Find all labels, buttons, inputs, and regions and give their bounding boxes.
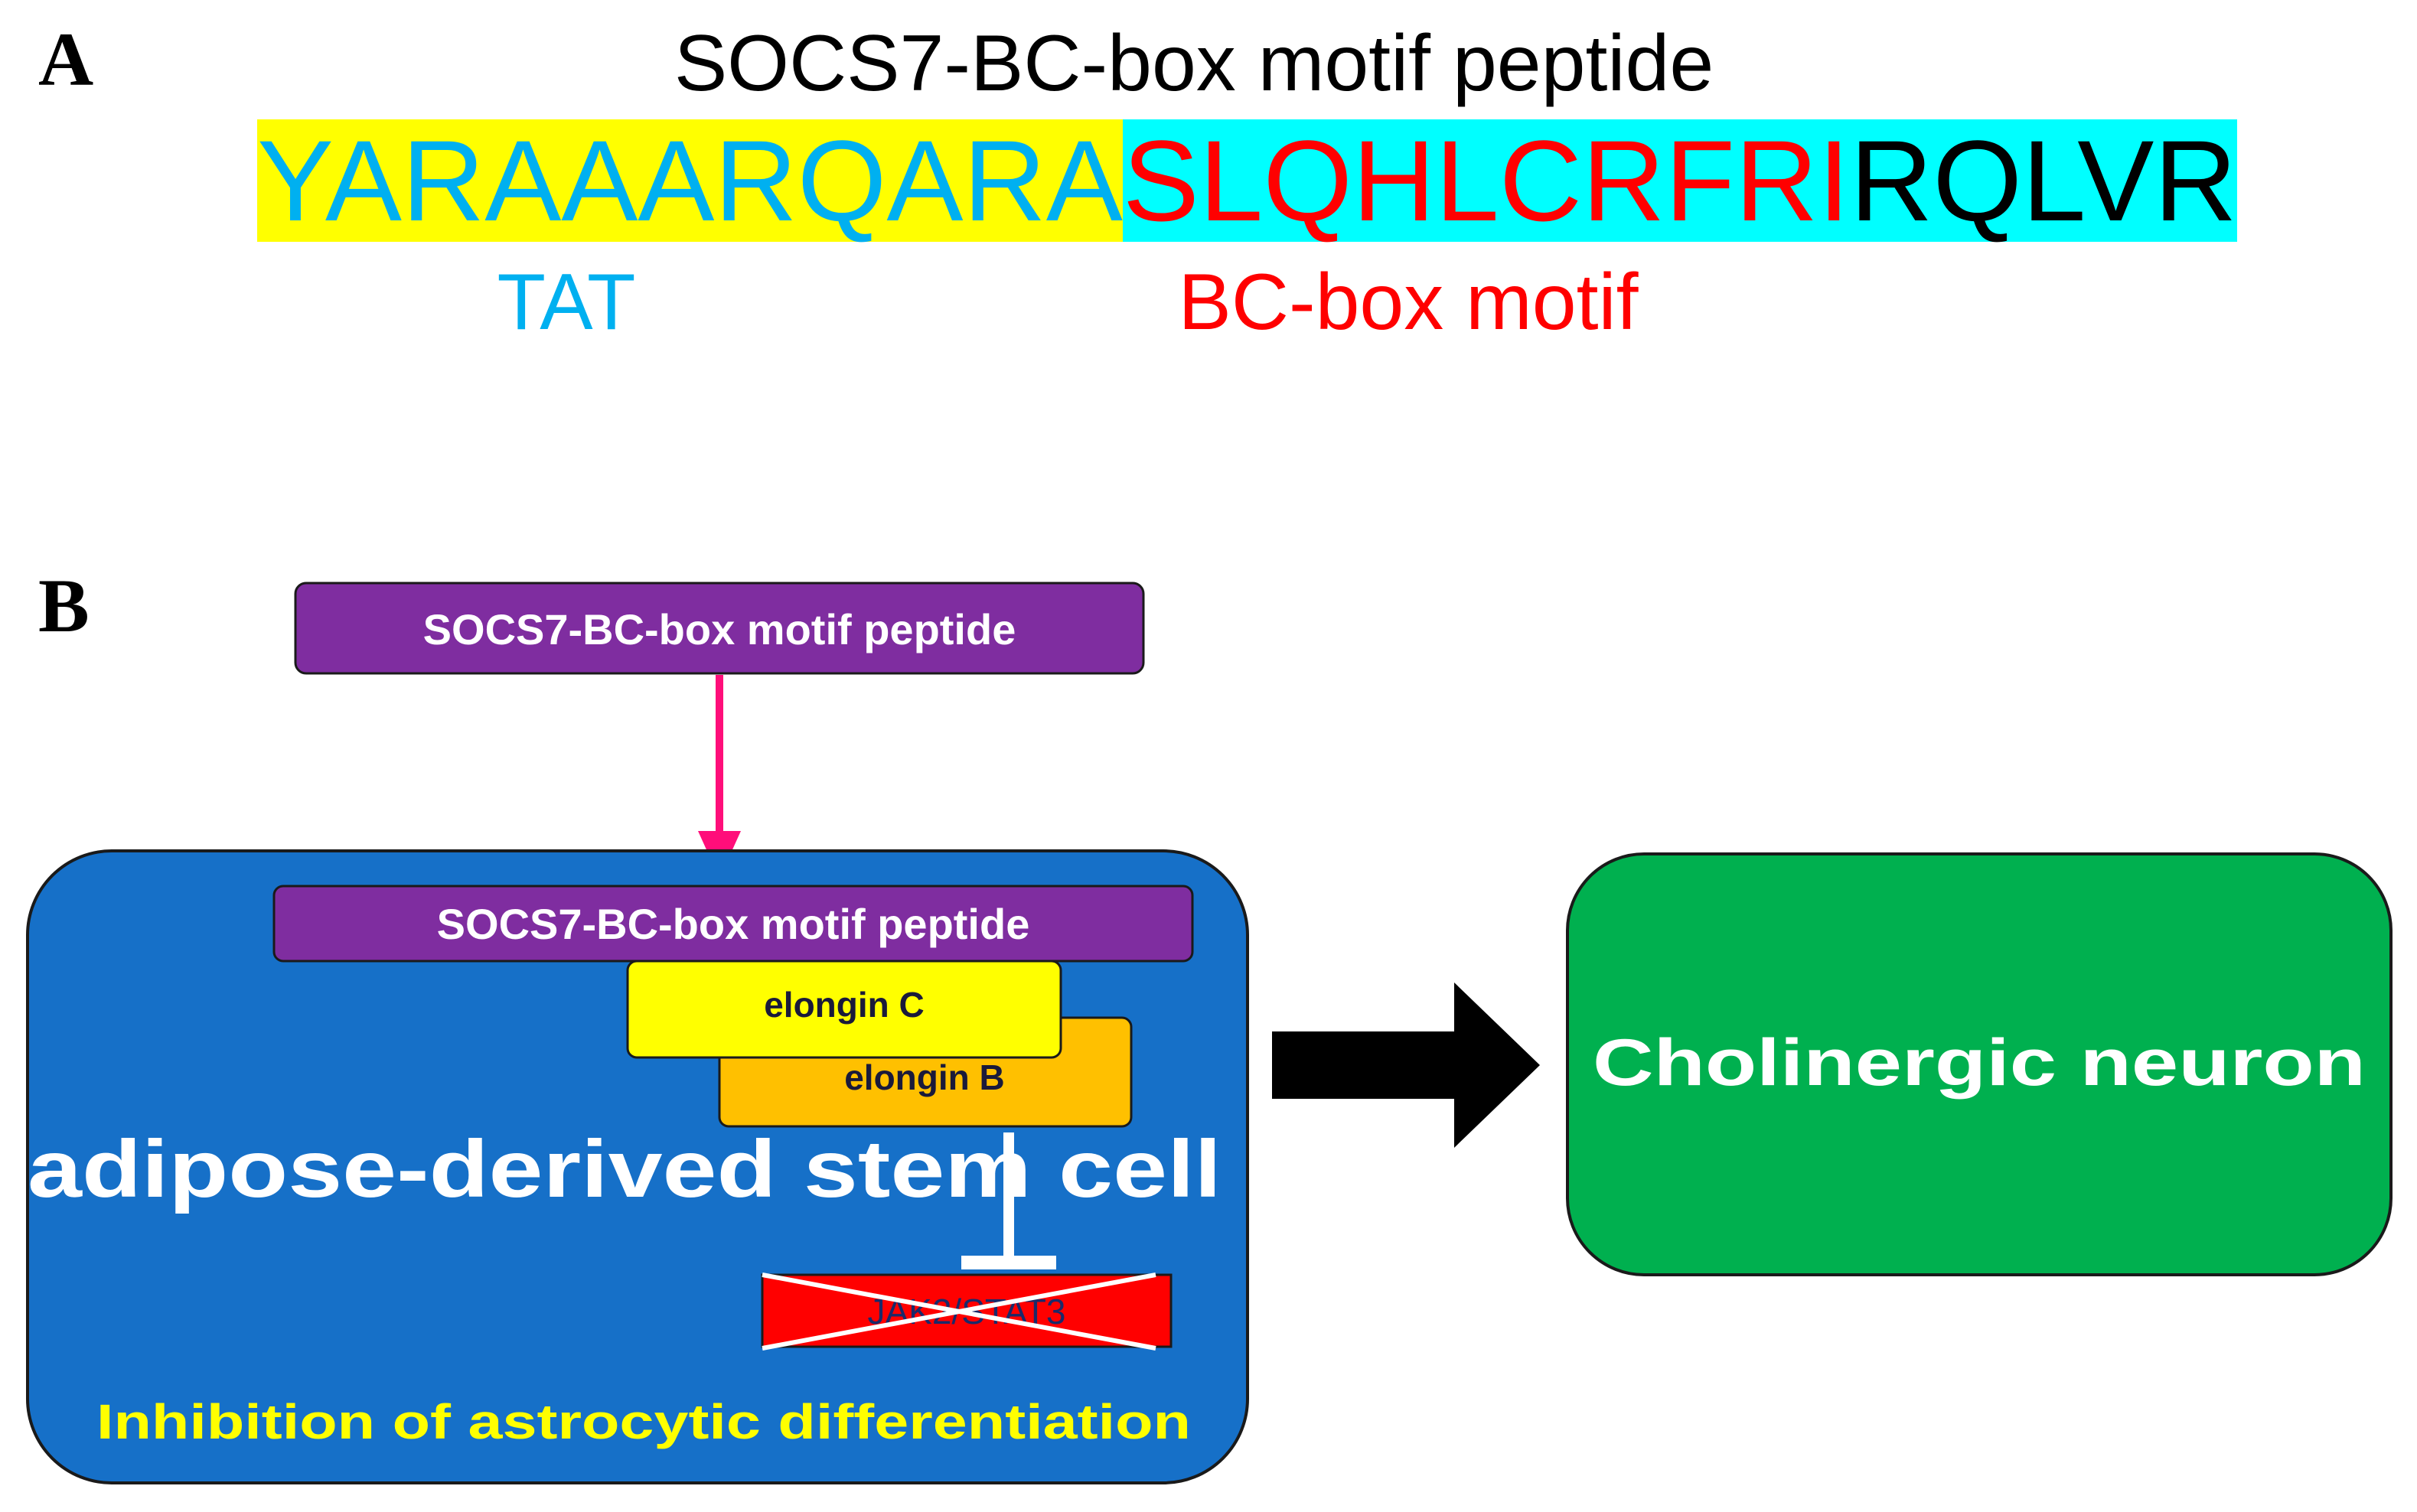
jak-stat-cross-2: [762, 1272, 1156, 1351]
peptide-box-internal-text: SOCS7-BC-box motif peptide: [437, 900, 1030, 948]
bc-box-sequence: SLQHLCRFRI: [1122, 116, 1851, 245]
peptide-box-external: SOCS7-BC-box motif peptide: [294, 582, 1145, 675]
inhibition-label: Inhibition of astrocytic differentiation: [96, 1394, 1191, 1449]
elongin-b-text: elongin B: [844, 1057, 1005, 1097]
elongin-c-text: elongin C: [764, 985, 925, 1025]
jak-stat-box: JAK2/STAT3: [761, 1272, 1173, 1351]
panel-a-label: A: [38, 17, 94, 102]
peptide-box-internal: SOCS7-BC-box motif peptide: [272, 885, 1194, 963]
cell-label: adipose-derived stem cell: [28, 1124, 1222, 1214]
peptide-title: SOCS7-BC-box motif peptide: [674, 19, 1714, 108]
peptide-box-external-text: SOCS7-BC-box motif peptide: [423, 605, 1016, 653]
panel-b-label: B: [38, 563, 90, 648]
elongin-c-box: elongin C: [626, 960, 1062, 1059]
cholinergic-neuron-text: Cholinergic neuron: [1593, 1026, 2366, 1100]
tail-sequence: RQLVR: [1850, 116, 2237, 245]
differentiation-arrow: [1272, 982, 1540, 1148]
tat-sequence: YARAAARQARA: [257, 116, 1123, 245]
cholinergic-neuron-box: Cholinergic neuron: [1566, 852, 2393, 1276]
bc-box-label: BC-box motif: [1178, 258, 1639, 347]
bc-region-highlight: SLQHLCRFRIRQLVR: [1122, 116, 2237, 245]
tat-label: TAT: [497, 258, 636, 347]
